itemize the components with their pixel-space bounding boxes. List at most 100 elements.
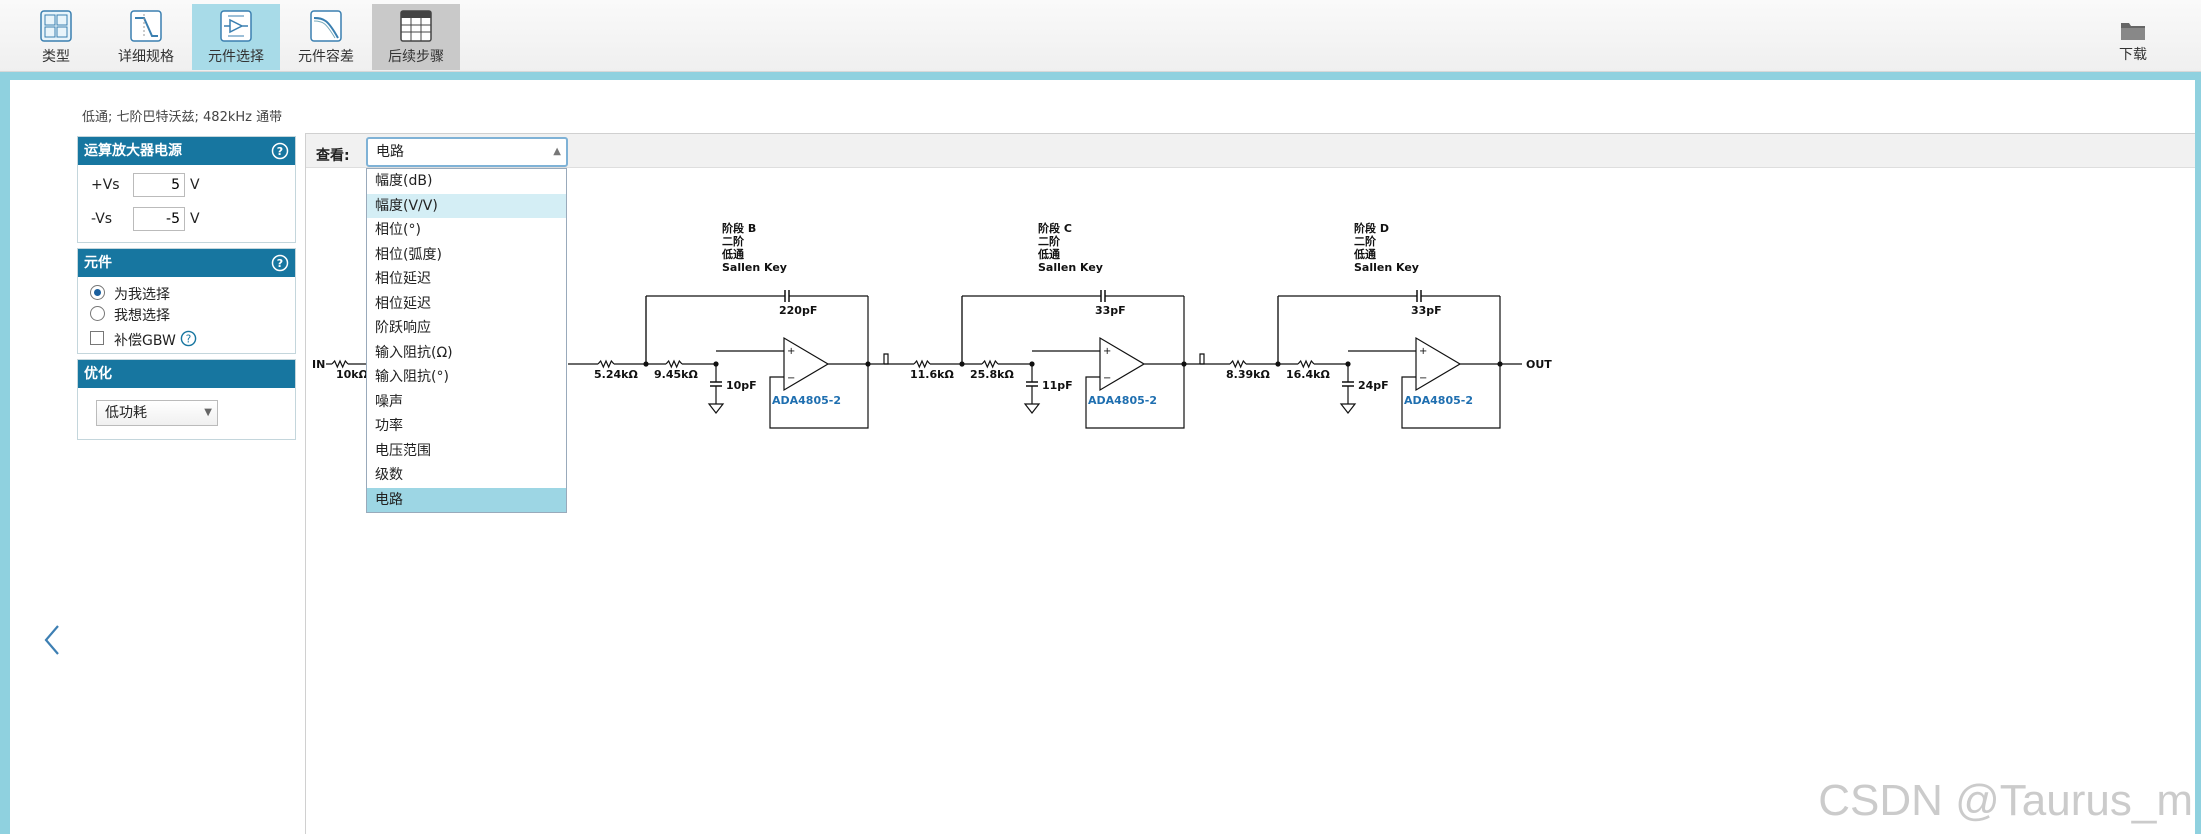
vs-positive-label: +Vs (91, 177, 120, 193)
optimize-select-value: 低功耗 (105, 405, 147, 421)
option-manual-label: 我想选择 (114, 305, 170, 325)
filter-type-icon (40, 10, 72, 42)
svg-text:+: + (1103, 346, 1111, 357)
stage-label: 阶段 B (722, 221, 756, 235)
opamp-label: ADA4805-2 (1088, 394, 1157, 407)
power-panel-title: 运算放大器电源 (84, 143, 182, 159)
next-steps-icon (400, 10, 432, 42)
tab-component-selection[interactable]: 元件选择 (192, 4, 280, 70)
resistor-input-value: 10kΩ (336, 368, 369, 381)
resistor-r1-value: 11.6kΩ (910, 368, 954, 381)
dropdown-arrow-icon: ▼ (204, 401, 212, 425)
svg-text:−: − (787, 373, 795, 384)
capacitor-feedback-value: 220pF (779, 304, 817, 317)
vs-negative-label: -Vs (91, 211, 112, 227)
chevron-left-icon[interactable] (40, 622, 64, 658)
view-select[interactable]: 电路 ▲ (366, 137, 568, 167)
tab-component-selection-label: 元件选择 (208, 49, 264, 65)
radio-auto-select[interactable] (90, 285, 105, 300)
view-option[interactable]: 级数 (367, 463, 566, 488)
optimize-panel-header: 优化 (78, 360, 295, 388)
specifications-icon (130, 10, 162, 42)
help-icon[interactable]: ? (271, 142, 289, 160)
view-option[interactable]: 噪声 (367, 390, 566, 415)
svg-text:?: ? (186, 333, 192, 345)
download-button[interactable]: 下载 (2103, 18, 2163, 64)
vs-positive-row: +Vs V (78, 168, 295, 202)
components-panel: 元件 ? 为我选择 我想选择 补偿GBW ? (77, 248, 296, 354)
view-option[interactable]: 功率 (367, 414, 566, 439)
optimize-panel: 优化 低功耗 ▼ (77, 359, 296, 440)
tab-type[interactable]: 类型 (12, 4, 100, 70)
view-option[interactable]: 相位延迟 (367, 267, 566, 292)
svg-text:−: − (1103, 373, 1111, 384)
compensate-gbw-row[interactable]: 补偿GBW ? (78, 328, 295, 349)
radio-manual-select[interactable] (90, 306, 105, 321)
view-option[interactable]: 相位(°) (367, 218, 566, 243)
option-manual-select[interactable]: 我想选择 (78, 303, 295, 324)
stage-topology: Sallen Key (1354, 261, 1419, 274)
stage-order: 二阶 (722, 234, 745, 248)
tab-specifications[interactable]: 详细规格 (102, 4, 190, 70)
resistor-r1 (914, 361, 930, 367)
capacitor-ground-value: 11pF (1042, 379, 1073, 392)
view-select-value: 电路 (376, 144, 404, 160)
view-option[interactable]: 相位延迟 (367, 292, 566, 317)
tolerance-icon (310, 10, 342, 42)
option-auto-label: 为我选择 (114, 284, 170, 304)
svg-text:+: + (787, 346, 795, 357)
resistor-input (332, 361, 348, 367)
resistor-r1-value: 5.24kΩ (594, 368, 638, 381)
resistor-r2-value: 16.4kΩ (1286, 368, 1330, 381)
view-option[interactable]: 输入阻抗(°) (367, 365, 566, 390)
resistor-r1-value: 8.39kΩ (1226, 368, 1270, 381)
frame-top-border (0, 72, 2201, 80)
output-label: OUT (1526, 358, 1552, 371)
view-option[interactable]: 幅度(V/V) (367, 194, 566, 219)
vs-negative-unit: V (190, 211, 200, 227)
stage-topology: Sallen Key (1038, 261, 1103, 274)
optimize-select[interactable]: 低功耗 ▼ (96, 400, 218, 426)
capacitor-feedback-value: 33pF (1411, 304, 1442, 317)
vs-negative-row: -Vs V (78, 202, 295, 236)
components-panel-title: 元件 (84, 255, 112, 271)
ground-symbol (1341, 404, 1355, 413)
resistor-r1 (1230, 361, 1246, 367)
stage-label: 阶段 D (1354, 221, 1389, 235)
view-label: 查看: (316, 145, 350, 165)
optimize-panel-title: 优化 (84, 366, 112, 382)
tab-next-steps[interactable]: 后续步骤 (372, 4, 460, 70)
view-option[interactable]: 幅度(dB) (367, 169, 566, 194)
resistor-r1 (598, 361, 614, 367)
tab-specifications-label: 详细规格 (118, 49, 174, 65)
top-toolbar: 类型 详细规格 元件选择 元件容差 (0, 0, 2201, 72)
vs-positive-input[interactable] (133, 173, 185, 197)
stage-label: 阶段 C (1038, 221, 1072, 235)
compensate-gbw-checkbox[interactable] (90, 331, 104, 345)
option-auto-select[interactable]: 为我选择 (78, 282, 295, 303)
vs-negative-input[interactable] (133, 207, 185, 231)
dropdown-arrow-icon: ▲ (553, 139, 561, 165)
opamp-label: ADA4805-2 (772, 394, 841, 407)
design-summary: 低通; 七阶巴特沃兹; 482kHz 通带 (82, 106, 282, 125)
view-option[interactable]: 输入阻抗(Ω) (367, 341, 566, 366)
help-icon[interactable]: ? (180, 330, 197, 347)
view-option[interactable]: 阶跃响应 (367, 316, 566, 341)
help-icon[interactable]: ? (271, 254, 289, 272)
tab-tolerance[interactable]: 元件容差 (282, 4, 370, 70)
resistor-r2-value: 25.8kΩ (970, 368, 1014, 381)
view-bar: 查看: 电路 ▲ (306, 134, 2195, 168)
components-panel-header: 元件 ? (78, 249, 295, 277)
view-option[interactable]: 电压范围 (367, 439, 566, 464)
capacitor-ground-value: 24pF (1358, 379, 1389, 392)
vs-positive-unit: V (190, 177, 200, 193)
resistor-r2-value: 9.45kΩ (654, 368, 698, 381)
view-option[interactable]: 相位(弧度) (367, 243, 566, 268)
opamp-label: ADA4805-2 (1404, 394, 1473, 407)
stage-type: 低通 (1353, 247, 1376, 261)
view-area: 查看: 电路 ▲ 幅度(dB)幅度(V/V)相位(°)相位(弧度)相位延迟相位延… (305, 133, 2195, 834)
resistor-r2 (982, 361, 998, 367)
tab-tolerance-label: 元件容差 (298, 49, 354, 65)
view-option[interactable]: 电路 (367, 488, 566, 513)
ground-symbol (709, 404, 723, 413)
